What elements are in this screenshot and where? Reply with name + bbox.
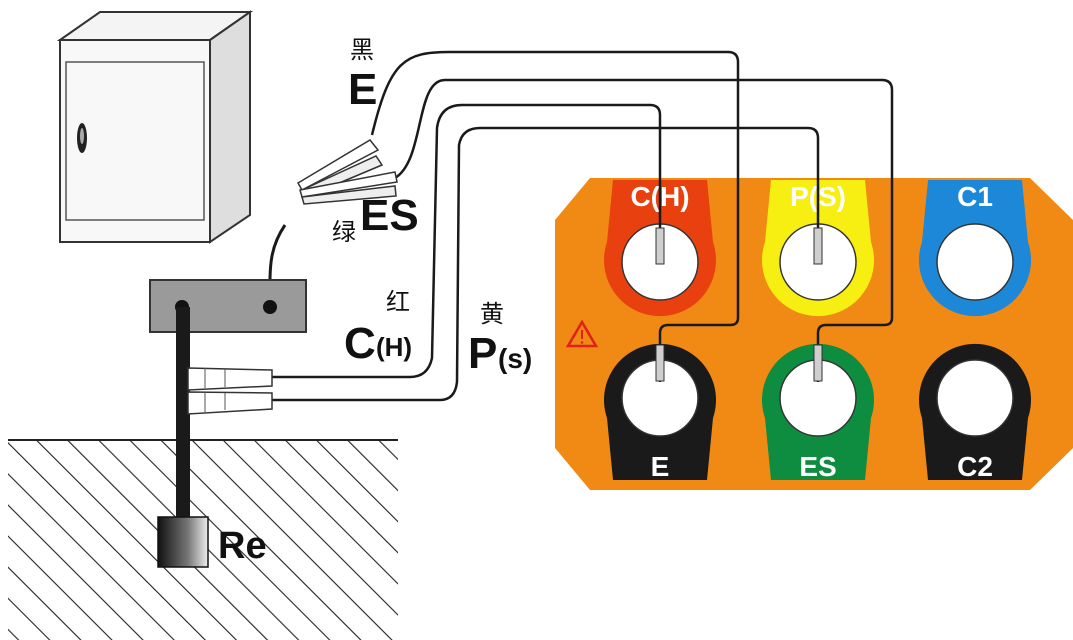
terminal-es: ES	[762, 343, 874, 482]
terminal-c2: C2	[919, 343, 1031, 482]
terminal-es-label: ES	[799, 451, 836, 482]
wire-ps	[270, 126, 820, 402]
clip-ch	[187, 367, 273, 391]
cabinet-icon	[56, 10, 254, 244]
wire-label-e-color: 黑	[350, 36, 374, 64]
terminal-c2-label: C2	[957, 451, 993, 482]
wires	[270, 50, 894, 402]
wire-label-e-code: E	[348, 65, 377, 114]
wire-e	[370, 50, 740, 382]
wire-label-ps-sub: (s)	[498, 343, 532, 374]
clip-ps	[187, 391, 273, 415]
wire-label-ch-color: 红	[386, 288, 410, 316]
wire-ch	[270, 103, 662, 379]
wire-label-ps-color: 黄	[480, 300, 504, 328]
warning-icon	[565, 319, 599, 348]
terminal-c1-label: C1	[957, 181, 993, 212]
wire-label-ch-code: C	[344, 319, 376, 368]
terminal-c2-socket	[936, 359, 1014, 437]
terminal-e-label: E	[651, 451, 670, 482]
terminal-c1: C1	[919, 180, 1031, 317]
ground-electrode-icon	[157, 307, 209, 568]
wire-es	[394, 78, 894, 382]
wire-label-ps-code: P	[468, 329, 497, 378]
wire-label-es-color: 绿	[332, 218, 356, 246]
clip-es	[299, 171, 398, 205]
wire-label-es-code: ES	[360, 191, 419, 240]
probe-stubs	[655, 227, 823, 382]
terminal-e: E	[604, 343, 716, 482]
terminal-c1-socket	[936, 223, 1014, 301]
wire-label-ch-sub: (H)	[376, 332, 412, 362]
ground-label: Re	[218, 525, 267, 567]
